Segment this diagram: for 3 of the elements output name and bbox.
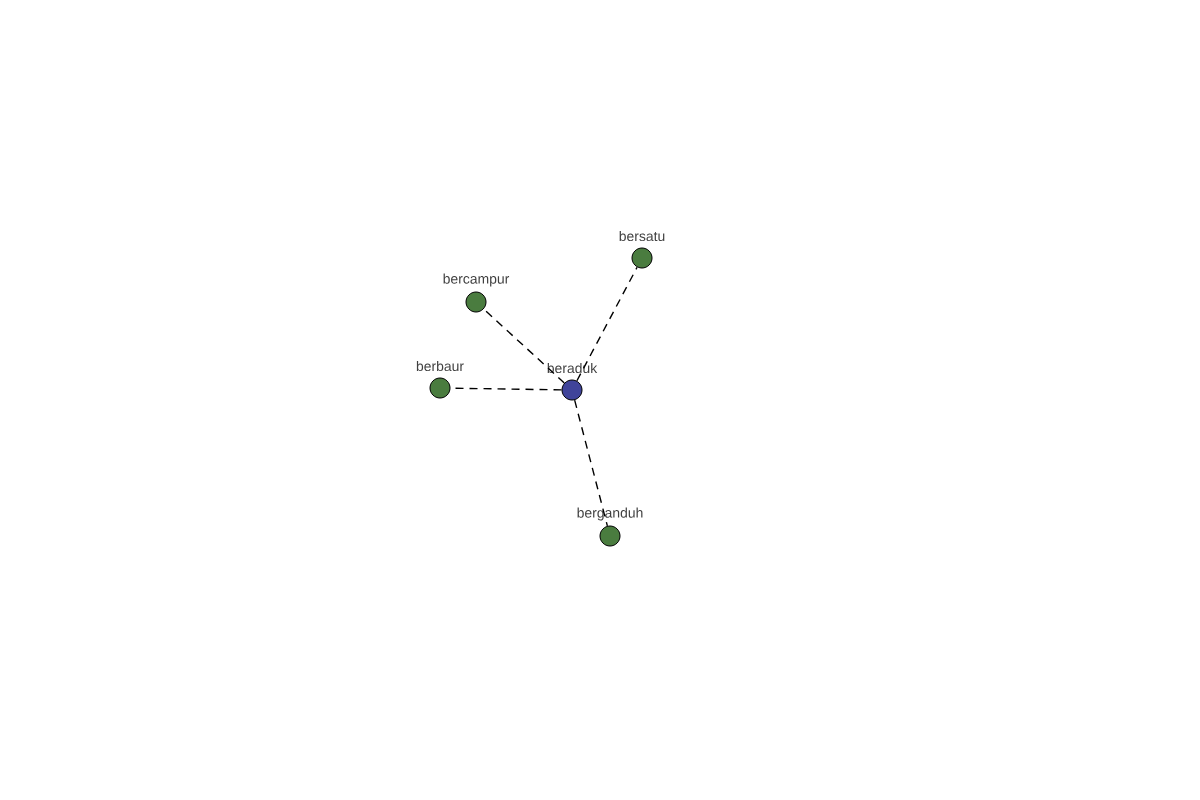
connector-line	[576, 266, 638, 382]
connector-line	[573, 399, 609, 527]
connector-line	[483, 308, 565, 384]
